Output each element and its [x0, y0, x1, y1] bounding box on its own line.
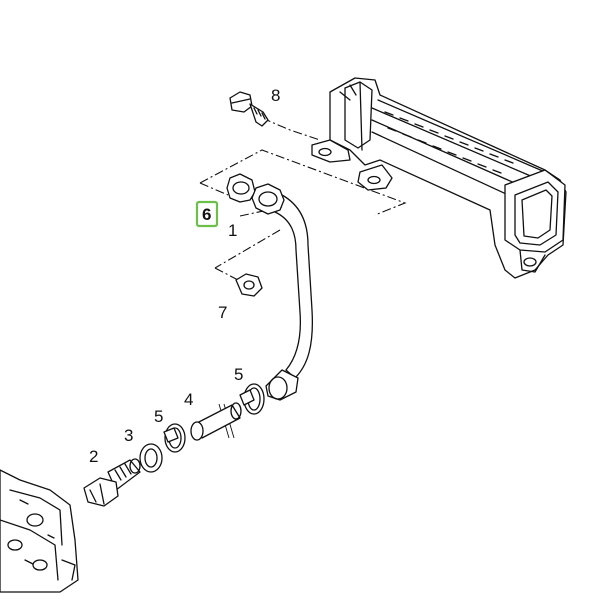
hose-part-4 — [190, 402, 242, 441]
callout-7: 7 — [218, 303, 227, 322]
callout-2: 2 — [89, 447, 98, 466]
callout-labels: 8 6 1 7 5 4 5 3 2 — [89, 86, 280, 466]
callout-4: 4 — [184, 390, 193, 409]
clamp-part-5-upper — [239, 383, 265, 415]
sealing-ring-part-3 — [139, 443, 163, 473]
callout-3: 3 — [124, 426, 133, 445]
callout-5-lower: 5 — [154, 407, 163, 426]
callout-6: 6 — [202, 205, 211, 224]
fitting-part-2 — [83, 458, 141, 507]
callout-8: 8 — [271, 86, 280, 105]
highlight-box — [195, 200, 219, 228]
egr-cooler — [311, 77, 567, 279]
cooler-fins — [384, 111, 514, 174]
callout-1: 1 — [228, 221, 237, 240]
pipe-part-1 — [251, 183, 314, 401]
engine-block — [0, 469, 79, 593]
nut-part-7 — [235, 273, 263, 297]
gasket-part-6 — [226, 173, 256, 203]
bolt-part-8 — [229, 91, 269, 127]
clamp-part-5-lower — [163, 423, 186, 453]
callout-5-upper: 5 — [234, 365, 243, 384]
